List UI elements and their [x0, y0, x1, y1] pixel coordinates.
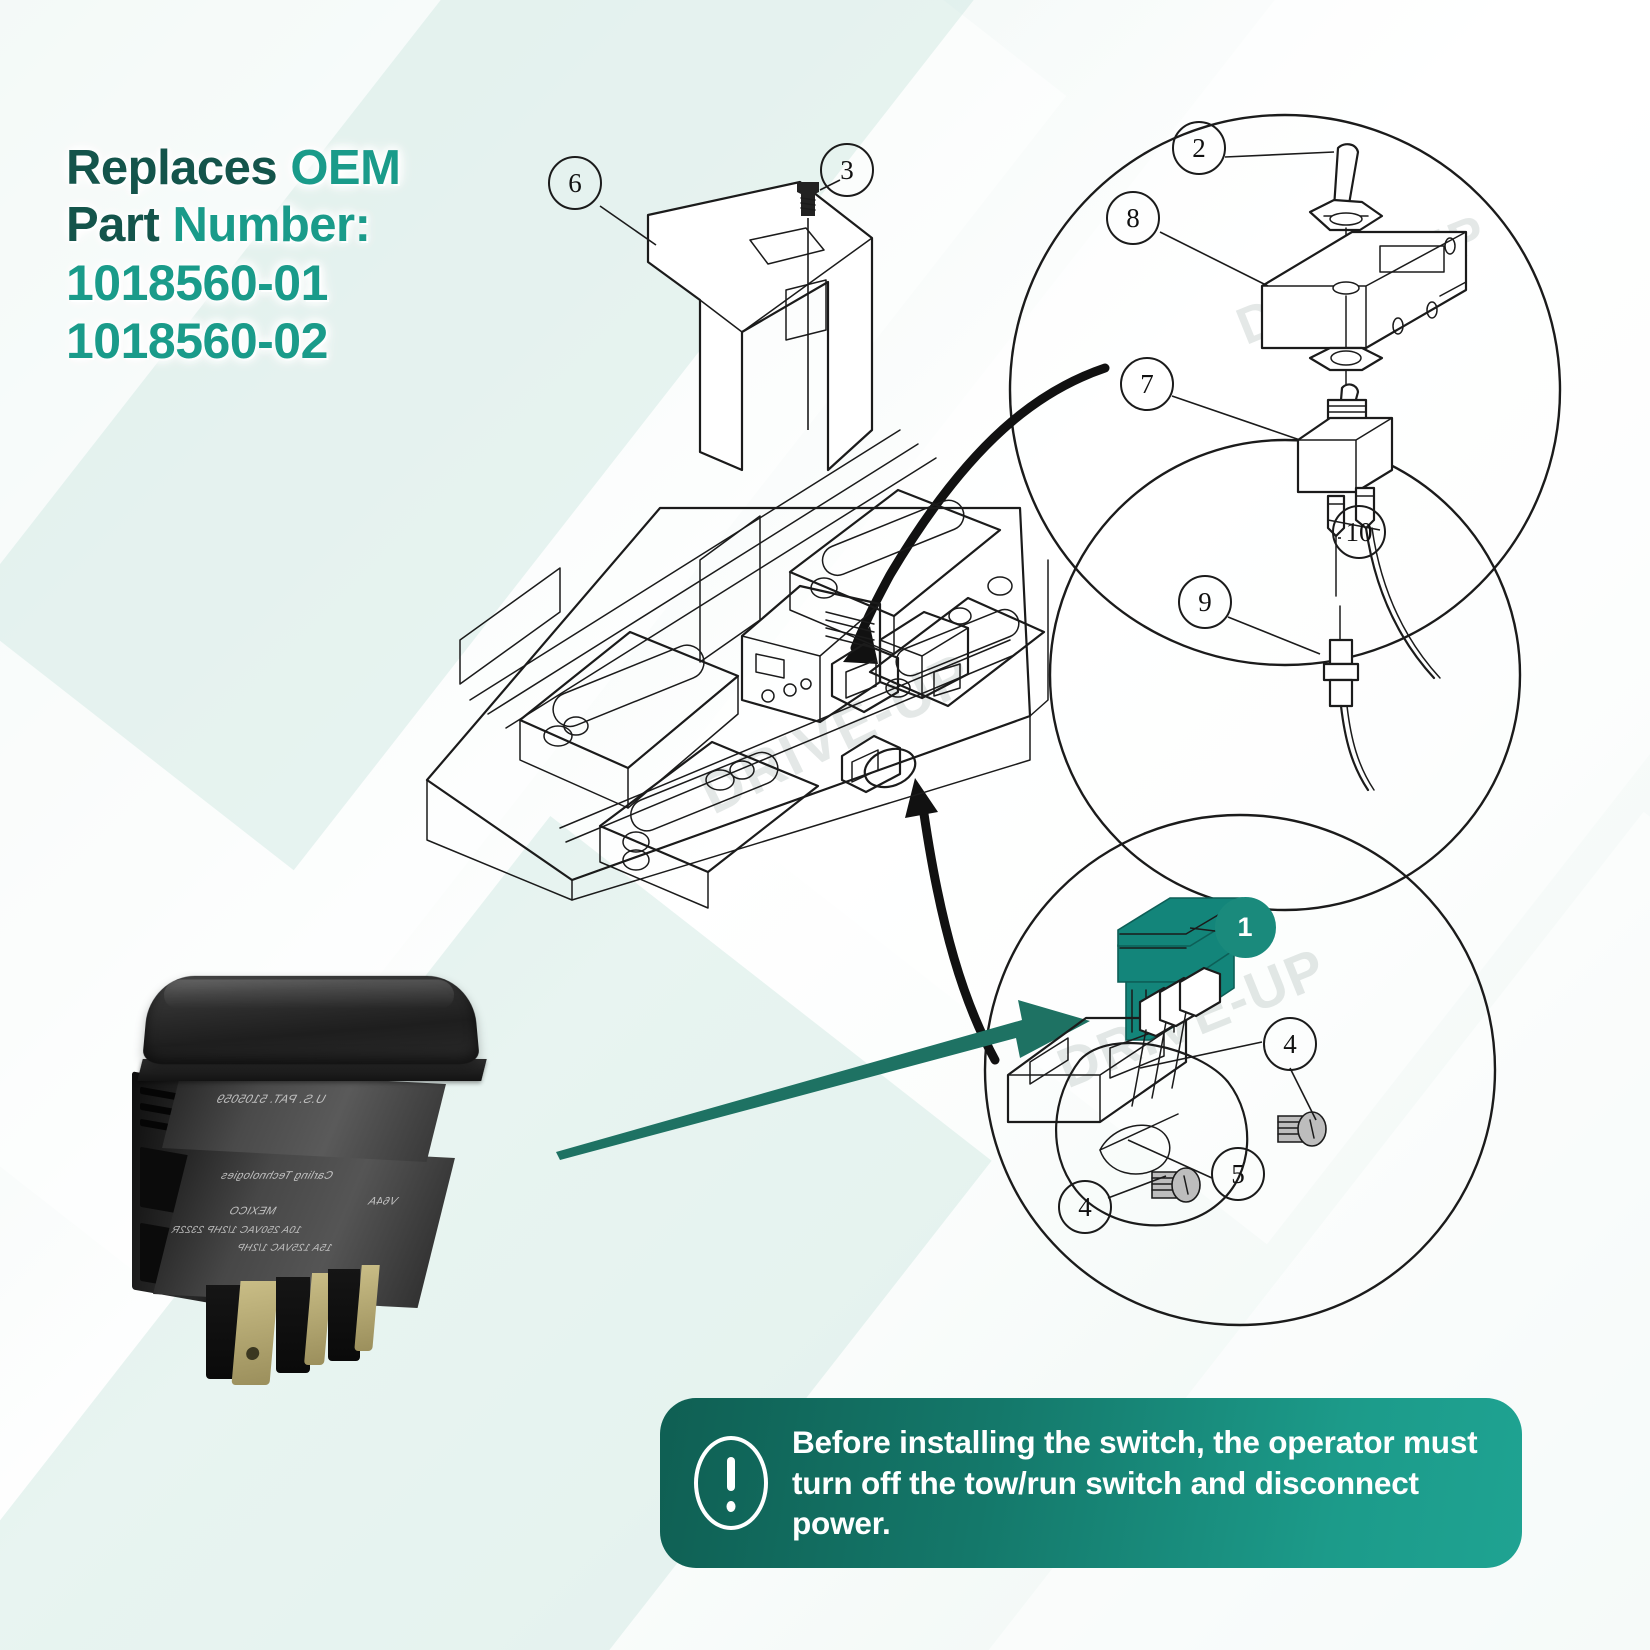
callout-10: 10	[1332, 505, 1386, 559]
controller-box	[740, 584, 882, 724]
exclamation-circle-icon	[694, 1436, 768, 1530]
dash-bezel	[1006, 1016, 1188, 1124]
part-4-screw-upper	[1277, 1111, 1327, 1147]
battery-unit	[868, 596, 1046, 708]
watermark: DRIVE-UP	[1228, 203, 1496, 357]
title-number: Number:	[172, 197, 371, 252]
watermark: DRIVE-UP	[690, 640, 983, 827]
warning-text: Before installing the switch, the operat…	[792, 1423, 1478, 1542]
switch-cap-highlight	[162, 979, 456, 1009]
battery-unit	[788, 488, 1002, 655]
callout-6: 6	[548, 156, 602, 210]
part-9-inline-connector	[1322, 605, 1375, 792]
part-8-mounting-panel	[1260, 230, 1468, 350]
decorative-band	[668, 0, 1650, 1245]
callout-9: 9	[1178, 575, 1232, 629]
callout-2: 2	[1172, 121, 1226, 175]
callout-3: 3	[820, 143, 874, 197]
title-line-1: Replaces OEM	[66, 140, 401, 197]
part-number-2: 1018560-02	[66, 312, 328, 369]
terminal-hole	[245, 1347, 260, 1360]
part-4-screw-lower	[1151, 1167, 1201, 1203]
callout-5: 5	[1211, 1147, 1265, 1201]
callout-7: 7	[1120, 357, 1174, 411]
part-3-screw	[797, 182, 819, 430]
callout-8: 8	[1106, 191, 1160, 245]
dash-switch-bezel	[830, 642, 900, 714]
switch-brand-text: Carling Technologies	[218, 1169, 336, 1182]
toggle-hex-nut	[1308, 295, 1384, 393]
detail-circle-lower	[983, 813, 1497, 1327]
battery-unit	[518, 630, 740, 809]
title-line-2: Part Number:	[66, 197, 400, 254]
pointer-arrowhead-lower	[905, 778, 938, 818]
pointer-arrowhead-upper	[843, 626, 878, 664]
page-title: Replaces OEM Part Number: 1018560-01 101…	[66, 140, 401, 370]
title-replaces: Replaces	[66, 141, 291, 195]
title-part: Part	[66, 197, 173, 252]
relay-block	[878, 610, 970, 700]
product-arrow	[556, 1000, 1090, 1160]
pointer-curve-lower	[917, 795, 1000, 1065]
callout-4: 4	[1263, 1017, 1317, 1071]
pointer-curve-upper	[850, 363, 1110, 653]
battery-tray-assembly	[425, 429, 1049, 909]
warning-banner: Before installing the switch, the operat…	[660, 1398, 1522, 1568]
tow-run-key-area	[840, 734, 917, 794]
switch-origin-text: MEXICO	[226, 1205, 279, 1218]
part-number-1: 1018560-01	[66, 254, 328, 311]
wire-connector-plug	[1131, 966, 1222, 1107]
switch-terminal-brass	[231, 1281, 279, 1385]
title-oem: OEM	[290, 141, 401, 195]
part-6-cover	[646, 180, 874, 472]
product-photo-rocker-switch: U.S. PAT. 5105059 Carling Technologies V…	[118, 955, 518, 1455]
main-assembly-drawing	[425, 180, 1049, 909]
decorative-band	[0, 0, 1218, 871]
toggle-switch-detail	[1260, 143, 1468, 792]
battery-unit	[598, 740, 820, 909]
detail-circle-middle	[1048, 438, 1522, 912]
switch-rating2-text: 15A 125VAC 1/2HP	[233, 1242, 334, 1254]
callout-4: 4	[1058, 1180, 1112, 1234]
part-7-switch-body	[1296, 383, 1394, 494]
switch-rating1-text: 10A 250VAC 1/2HP 2322R	[168, 1224, 304, 1236]
switch-model-text: V64A	[365, 1195, 401, 1208]
detail-circle-upper	[1008, 113, 1562, 667]
callout-1: 1	[1214, 896, 1276, 958]
part-2-toggle-lever	[1308, 143, 1384, 297]
switch-patent-text: U.S. PAT. 5105059	[213, 1091, 329, 1106]
